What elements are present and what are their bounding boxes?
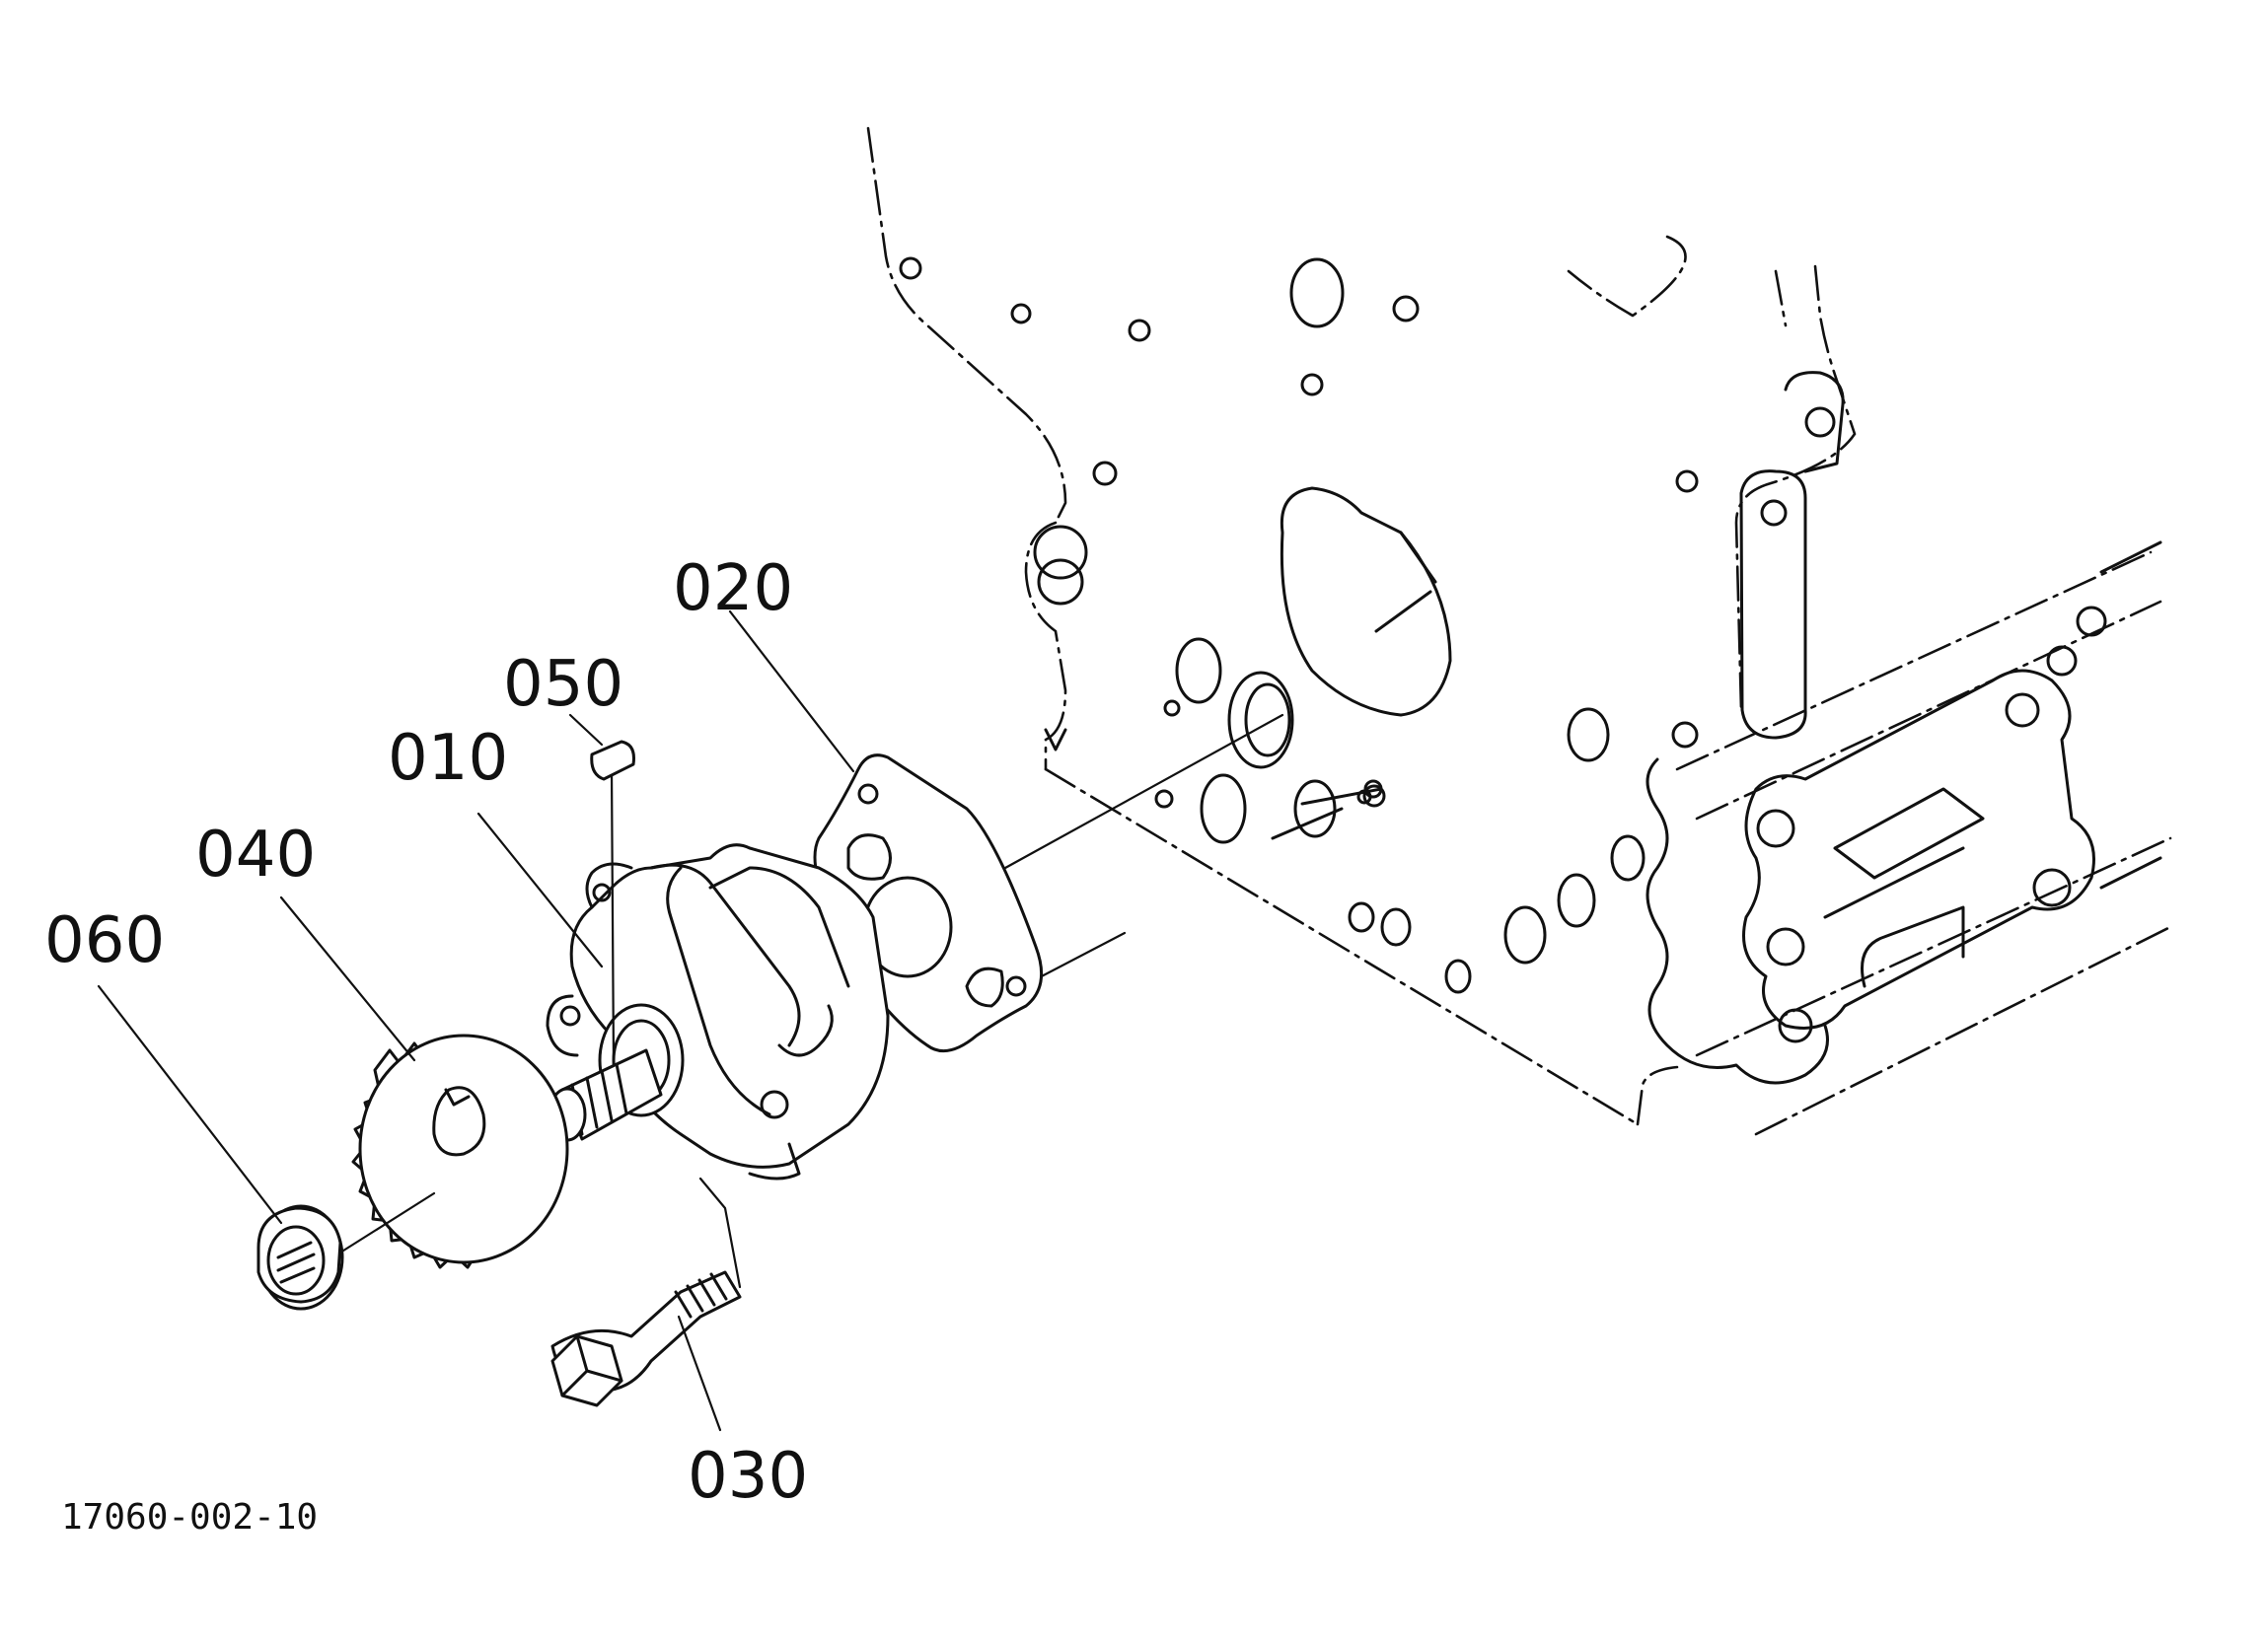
- callout-060: 060: [44, 904, 165, 977]
- leader-020: [728, 609, 855, 773]
- leader-060: [97, 984, 283, 1225]
- callout-leaders: [97, 609, 855, 1432]
- woodruff-key-050: [590, 740, 635, 781]
- callout-030: 030: [688, 1440, 808, 1513]
- callout-050: 050: [503, 648, 623, 721]
- callout-010: 010: [388, 722, 508, 795]
- pump-gear-040: [351, 1034, 569, 1269]
- callout-020: 020: [673, 552, 793, 625]
- engine-block: [866, 126, 2172, 1136]
- bolt-030: [550, 1177, 742, 1407]
- flange-nut-060: [256, 1191, 436, 1311]
- drawing-number: 17060-002-10: [61, 1497, 318, 1538]
- leader-050: [568, 713, 604, 747]
- callout-040: 040: [195, 819, 316, 892]
- leader-010: [476, 812, 604, 968]
- leader-030: [677, 1315, 722, 1432]
- callout-labels: 020 050 010 040 060 030 17060-002-10: [44, 552, 808, 1538]
- leader-040: [279, 895, 416, 1062]
